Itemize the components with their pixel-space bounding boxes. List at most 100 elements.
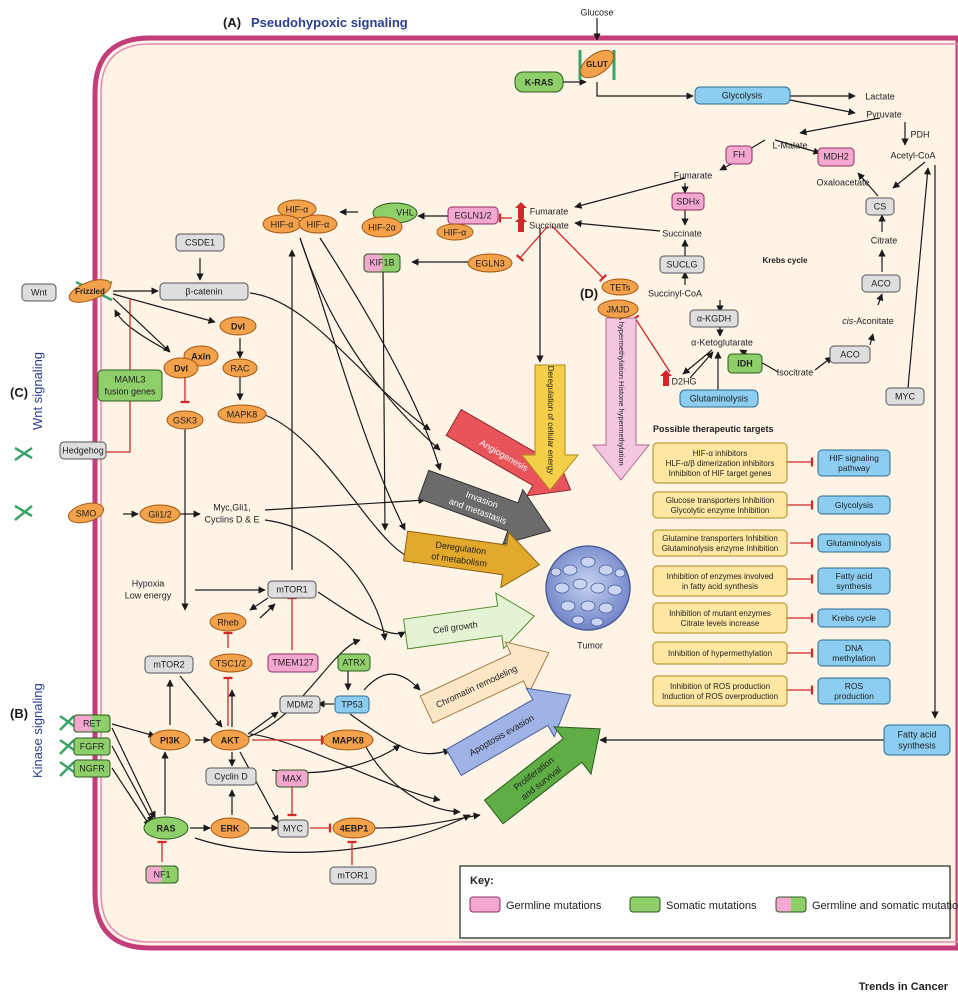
svg-text:MAPK8: MAPK8 <box>227 409 258 419</box>
lactate-label: Lactate <box>865 91 895 101</box>
therapeutic-strategy-text: Glucose transporters Inhibition <box>666 496 775 505</box>
svg-text:MDM2: MDM2 <box>287 699 314 709</box>
therapeutic-target-text: Glycolysis <box>835 500 873 510</box>
pdh-label: PDH <box>910 129 929 139</box>
ras-node: RAS <box>143 816 189 840</box>
kras-node: K-RAS <box>514 71 564 93</box>
svg-text:FH: FH <box>733 149 745 159</box>
mapk8-top-node: MAPK8 <box>217 404 267 424</box>
svg-text:MDH2: MDH2 <box>823 151 849 161</box>
svg-text:4EBP1: 4EBP1 <box>340 823 369 833</box>
svg-text:MAML3: MAML3 <box>114 374 145 384</box>
therapeutic-target-text: Krebs cycle <box>832 613 876 623</box>
svg-text:KIF1B: KIF1B <box>369 257 394 267</box>
svg-text:NF1: NF1 <box>153 869 170 879</box>
key-title: Key: <box>470 875 494 887</box>
therapeutic-row: Glucose transporters InhibitionGlycolyti… <box>652 491 891 519</box>
therapeutic-row: Glutamine transporters InhibitionGlutami… <box>652 529 891 557</box>
akt-node: AKT <box>210 729 250 751</box>
therapeutic-strategy-text: Inhibition of ROS production <box>670 682 770 691</box>
therapeutic-target-text: methylation <box>832 653 876 663</box>
hifa-trimer: HIF-α HIF-α HIF-α <box>262 199 338 234</box>
svg-text:TP53: TP53 <box>341 699 363 709</box>
svg-text:VHL: VHL <box>396 207 414 217</box>
svg-text:RET: RET <box>83 718 102 728</box>
d2hg-label: D2HG <box>671 376 696 386</box>
svg-text:Cyclin D: Cyclin D <box>214 771 248 781</box>
key-germline-swatch <box>469 896 501 913</box>
krebs-label: Krebs cycle <box>763 256 808 265</box>
svg-text:MAPK8: MAPK8 <box>332 735 364 745</box>
mapk8-bottom-node: MAPK8 <box>322 729 374 751</box>
axin-dvl-complex: Axin Dvl <box>163 345 219 379</box>
therapeutic-target-box <box>817 677 891 705</box>
svg-text:Dvl: Dvl <box>174 363 188 373</box>
svg-text:RAS: RAS <box>156 823 175 833</box>
therapeutic-targets-panel: Possible therapeutic targets HIF-α inhib… <box>652 424 891 707</box>
svg-text:CS: CS <box>874 201 887 211</box>
hifa-small-node: HIF-α <box>436 223 474 241</box>
therapeutic-strategy-text: Glutaminolysis enzyme Inhibition <box>662 544 779 553</box>
therapeutic-target-text: ROS <box>845 681 864 691</box>
svg-text:mTOR1: mTOR1 <box>337 870 368 880</box>
idh-node: IDH <box>727 353 763 374</box>
tumor-mass: Tumor <box>545 545 631 650</box>
key-both-swatch <box>775 896 807 913</box>
svg-text:Gli1/2: Gli1/2 <box>148 509 172 519</box>
svg-text:HIF-α: HIF-α <box>307 219 330 229</box>
svg-text:ERK: ERK <box>220 823 240 833</box>
wnt-node: Wnt <box>21 283 57 302</box>
glucose-label: Glucose <box>580 7 613 17</box>
cyclind-node: Cyclin D <box>205 767 257 786</box>
mtor1-bottom-node: mTOR1 <box>329 866 377 885</box>
therapeutic-target-text: pathway <box>838 463 870 473</box>
svg-text:Axin: Axin <box>191 351 211 361</box>
glut-transporter: GLUT <box>578 49 616 80</box>
svg-text:K-RAS: K-RAS <box>525 77 554 87</box>
tmem127-node: TMEM127 <box>267 653 319 673</box>
mdh2-node: MDH2 <box>817 147 855 167</box>
akgdh-node: α-KGDH <box>689 309 739 328</box>
tumor-label: Tumor <box>577 640 603 650</box>
therapeutic-target-text: Glutaminolysis <box>826 538 881 548</box>
hallmark-metabolism: Deregulation of metabolism <box>402 530 541 589</box>
key-germline-label: Germline mutations <box>506 900 602 912</box>
succinate-label: Succinate <box>662 228 702 238</box>
succinylcoa-label: Succinyl-CoA <box>648 288 702 298</box>
svg-text:ATRX: ATRX <box>342 657 365 667</box>
egln3-node: EGLN3 <box>467 253 513 273</box>
therapeutic-target-box <box>817 567 891 595</box>
therapeutic-strategy-text: Glutamine transporters Inhibition <box>662 534 778 543</box>
svg-text:SUCLG: SUCLG <box>666 259 697 269</box>
svg-text:β-catenin: β-catenin <box>185 286 222 296</box>
pyruvate-label: Pyruvate <box>866 109 902 119</box>
mtor2-node: mTOR2 <box>144 655 194 674</box>
therapeutic-strategy-text: Induction of ROS overproduction <box>662 692 778 701</box>
maml3-node: MAML3 fusion genes <box>97 369 163 402</box>
therapeutic-target-text: Fatty acid <box>836 571 873 581</box>
section-a-label: (A) <box>223 15 241 30</box>
hallmark-hypermethylation: DNA hypermethylation Histone hypermethyl… <box>591 304 651 481</box>
section-a-title: Pseudohypoxic signaling <box>251 15 408 30</box>
key-both-label: Germline and somatic mutations <box>812 900 958 912</box>
ret-receptor: RET <box>59 714 111 733</box>
egln12-node: EGLN1/2 <box>447 206 499 225</box>
suclg-node: SUCLG <box>659 255 705 274</box>
mtor1-node: mTOR1 <box>267 580 317 599</box>
therapeutic-row: Inhibition of hypermethylationDNAmethyla… <box>652 639 891 667</box>
mycgli-label-1: Myc,Gli1, <box>213 502 251 512</box>
svg-text:IDH: IDH <box>737 358 753 368</box>
hypoxia-label-2: Low energy <box>125 590 172 600</box>
svg-text:MYC: MYC <box>895 391 916 401</box>
aco1-node: ACO <box>861 274 901 293</box>
therapeutic-strategy-text: Inhibition of hypermethylation <box>668 649 772 658</box>
therapeutic-strategy-text: Inhibition of mutant enzymes <box>669 609 771 618</box>
svg-text:Glycolysis: Glycolysis <box>722 90 763 100</box>
succinate-accum-label: Succinate <box>529 220 569 230</box>
svg-text:FGFR: FGFR <box>80 741 105 751</box>
